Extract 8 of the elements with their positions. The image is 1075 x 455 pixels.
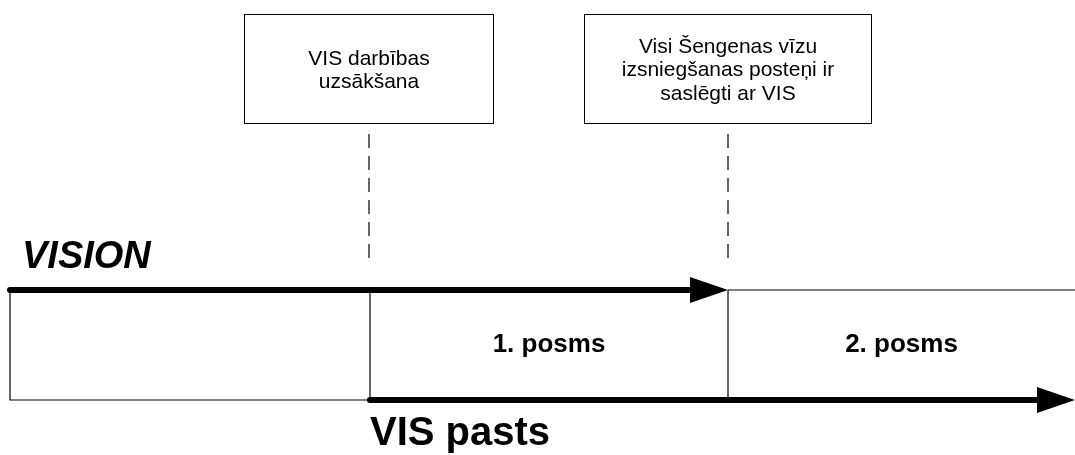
event-box — [244, 14, 494, 124]
event-text: VIS darbības uzsākšana — [307, 45, 431, 93]
event-box — [584, 14, 872, 124]
timeline-label: VIS pasts — [370, 409, 551, 453]
phase-label: 1. posms — [491, 330, 607, 356]
phase-label: 2. posms — [844, 330, 959, 356]
timeline-label: VISION — [22, 236, 151, 274]
event-text: Visi Šengenas vīzu izsniegšanas posteņi ir saslēgti ar VIS — [620, 34, 836, 104]
